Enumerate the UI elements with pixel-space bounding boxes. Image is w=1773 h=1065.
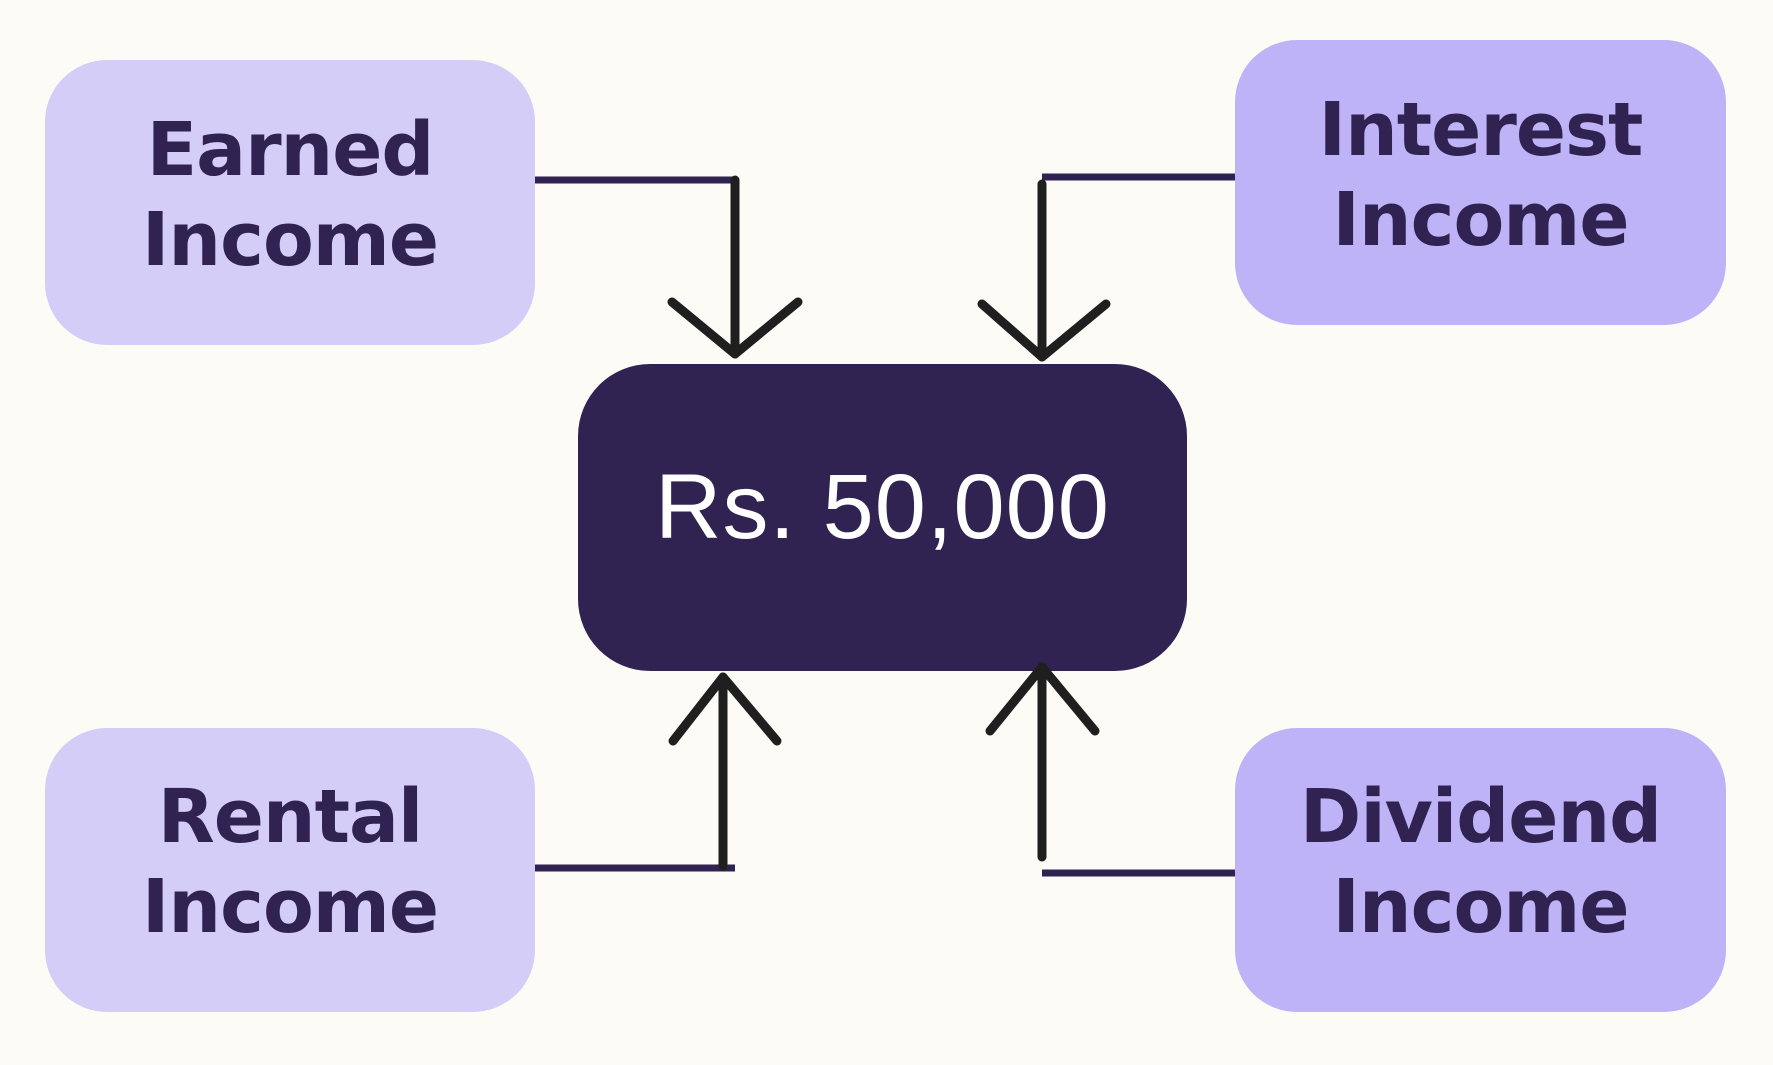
total-income-box: Rs. 50,000 [578, 364, 1187, 671]
interest-arrowhead-icon [977, 299, 1111, 362]
dividend-arrowhead-icon [985, 662, 1100, 736]
earned-income-line1: Earned [146, 106, 435, 193]
earned-income-line2: Income [141, 196, 439, 283]
dividend-income-line2: Income [1332, 864, 1629, 950]
rental-arrowhead-icon [668, 672, 782, 746]
rental-income-box: Rental Income [45, 728, 535, 1012]
rental-income-line1: Rental [157, 774, 424, 860]
rental-income-line2: Income [141, 864, 439, 950]
dividend-income-box: Dividend Income [1235, 728, 1726, 1012]
dividend-income-line1: Dividend [1299, 774, 1662, 860]
earned-arrowhead-icon [667, 297, 803, 359]
interest-income-box: Interest Income [1235, 40, 1726, 325]
interest-income-line2: Income [1332, 176, 1629, 263]
earned-income-box: Earned Income [45, 60, 535, 345]
total-income-label: Rs. 50,000 [655, 456, 1110, 558]
interest-income-line1: Interest [1318, 86, 1644, 173]
